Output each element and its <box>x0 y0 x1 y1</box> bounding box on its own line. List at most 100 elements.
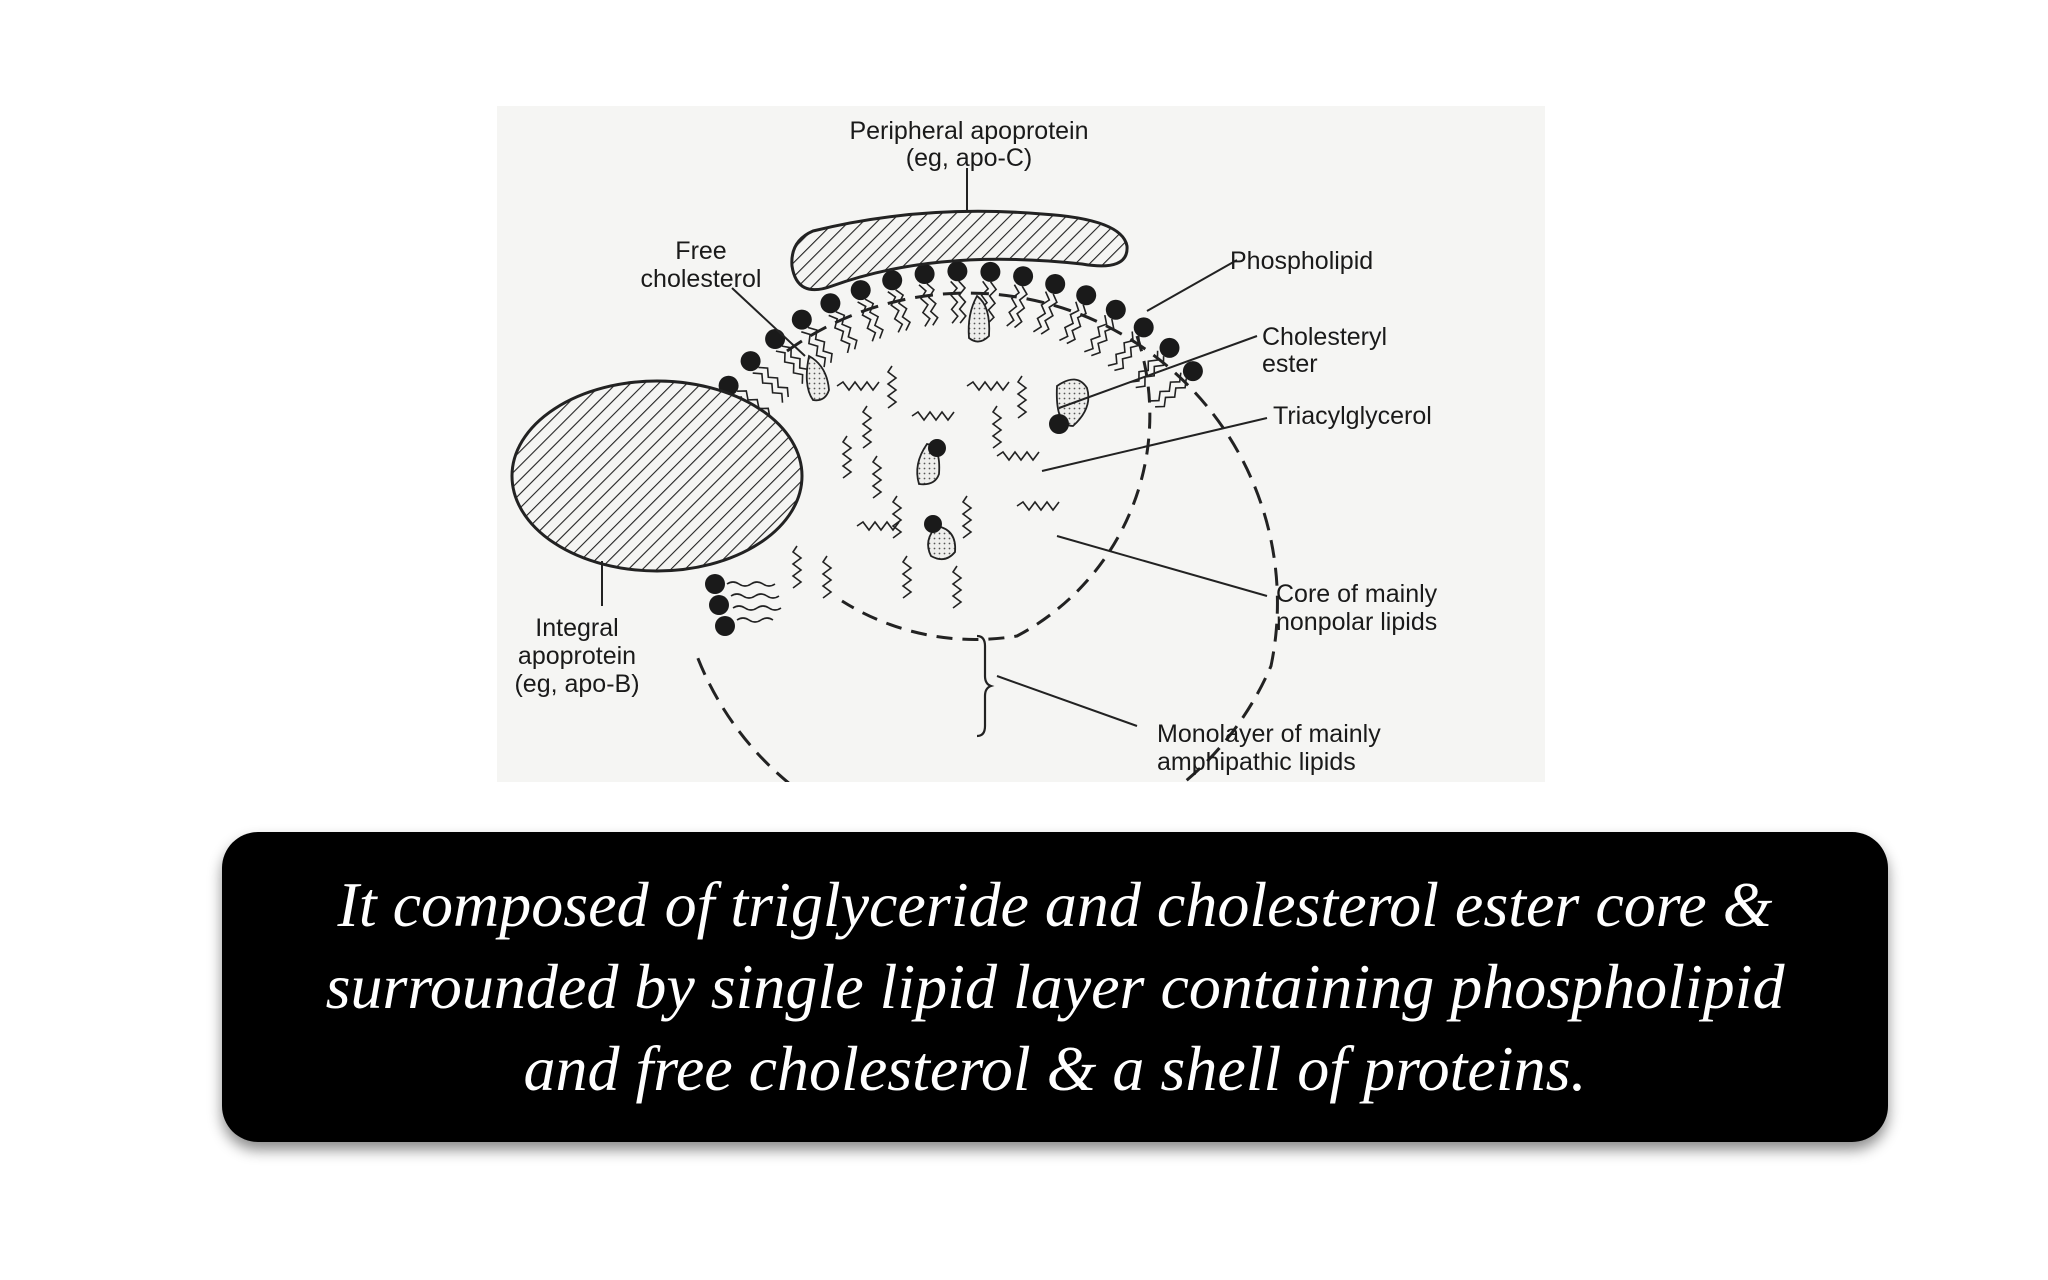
core-lipid-chain <box>891 495 903 539</box>
label-free-cholesterol-2: cholesterol <box>641 265 762 293</box>
core-lipid-chain <box>961 495 973 539</box>
label-core-2: nonpolar lipids <box>1276 608 1437 636</box>
phospholipid-tail <box>1149 372 1182 402</box>
label-peripheral-apoprotein-example: (eg, apo-C) <box>906 144 1032 172</box>
phospholipid-tail <box>1032 291 1051 333</box>
phospholipid-head <box>705 574 725 594</box>
phospholipid-head <box>980 261 1001 282</box>
label-cholesteryl-ester: Cholesteryl <box>1262 323 1387 351</box>
core-lipid-chain <box>951 565 963 609</box>
phospholipid-tail <box>758 366 789 398</box>
phospholipid-head <box>820 293 841 314</box>
core-lipid-chain <box>1016 375 1028 419</box>
phospholipid-tail <box>737 390 771 418</box>
caption-line-1: It composed of triglyceride and choleste… <box>337 869 1773 940</box>
core-ester-head-2 <box>928 439 946 457</box>
phospholipid-tail <box>895 289 912 331</box>
core-lipid-chain <box>886 365 898 409</box>
lower-monolayer-tails <box>726 581 782 623</box>
core-lipid-chain <box>861 405 873 449</box>
phospholipid-tail <box>950 280 959 324</box>
core-lipid-chain <box>1016 500 1060 512</box>
core-lipid-chain <box>901 555 913 599</box>
label-triacylglycerol: Triacylglycerol <box>1273 402 1432 430</box>
phospholipid-head <box>1076 285 1097 306</box>
lipoprotein-diagram: Peripheral apoprotein (eg, apo-C) Free c… <box>497 106 1545 782</box>
phospholipid-tail <box>958 280 967 324</box>
phospholipid-tail <box>1066 304 1087 345</box>
phospholipid-tail <box>828 314 851 354</box>
phospholipid-tail <box>1091 318 1115 357</box>
phospholipid-tail <box>887 291 904 333</box>
free-cholesterol-shape <box>805 354 830 402</box>
phospholipid-head <box>715 616 735 636</box>
phospholipid-head <box>791 309 812 330</box>
monolayer-bracket <box>976 634 995 738</box>
phospholipid-tail <box>807 326 833 363</box>
caption-text: It composed of triglyceride and choleste… <box>245 864 1865 1110</box>
label-peripheral-apoprotein: Peripheral apoprotein <box>849 117 1088 145</box>
free-cholesterol-shape-2 <box>967 294 991 343</box>
core-lipid-chain <box>991 405 1003 449</box>
phospholipid-tail <box>1135 356 1165 389</box>
phospholipid-head <box>1159 337 1180 358</box>
core-lipid-chains <box>791 365 1060 609</box>
phospholipid-head <box>1105 299 1126 320</box>
label-integral-apoprotein-3: (eg, apo-B) <box>514 670 639 698</box>
inner-core-boundary <box>841 335 1152 641</box>
outer-monolayer-boundary <box>695 291 1279 782</box>
peripheral-apoprotein-shape <box>790 209 1129 292</box>
label-phospholipid: Phospholipid <box>1230 247 1373 275</box>
phospholipid-tail <box>926 283 939 326</box>
label-integral-apoprotein-2: apoprotein <box>518 642 636 670</box>
phospholipid-tail <box>835 311 858 350</box>
core-lipid-chain <box>996 450 1040 462</box>
phospholipid-tail <box>1129 350 1159 383</box>
phospholipid-tail <box>857 301 877 342</box>
core-lipid-chain <box>856 520 900 532</box>
phospholipid-head <box>1045 274 1066 294</box>
phospholipid-tail <box>1107 331 1134 367</box>
phospholipid-head <box>1133 317 1154 338</box>
phospholipid-tail <box>1006 284 1021 327</box>
phospholipid-head <box>1013 266 1034 287</box>
phospholipid-head <box>850 280 871 301</box>
phospholipid-tail <box>1084 314 1108 353</box>
lipoprotein-structure-svg: Peripheral apoprotein (eg, apo-C) Free c… <box>510 117 1438 782</box>
label-cholesteryl-ester-2: ester <box>1262 350 1318 378</box>
core-lipid-chain <box>871 455 883 499</box>
phospholipid-head <box>765 329 786 349</box>
label-integral-apoprotein: Integral <box>535 614 618 642</box>
phospholipid-tail <box>801 331 827 368</box>
leader-lines <box>731 259 1268 727</box>
phospholipid-tail <box>1114 336 1141 372</box>
core-lipid-chain <box>966 380 1010 392</box>
phospholipid-head <box>947 261 968 282</box>
integral-apoprotein-shape <box>510 379 804 573</box>
cholesteryl-ester-head <box>1049 414 1069 434</box>
phospholipid-tail <box>918 284 931 327</box>
phospholipid-tail <box>986 281 998 325</box>
phospholipid-head <box>709 595 729 615</box>
core-lipid-chain <box>911 410 955 422</box>
phospholipid-tail <box>1059 301 1080 342</box>
phospholipid-tail <box>1155 378 1187 408</box>
phospholipid-tail <box>1013 285 1028 329</box>
core-lipid-chain <box>841 435 853 479</box>
core-lipid-chain <box>821 555 833 599</box>
caption-line-2: surrounded by single lipid layer contain… <box>325 951 1785 1022</box>
phospholipid-tail <box>752 372 784 403</box>
caption-line-3: and free cholesterol & a shell of protei… <box>523 1033 1587 1104</box>
phospholipid-tail <box>864 298 884 339</box>
caption-box: It composed of triglyceride and choleste… <box>222 832 1888 1142</box>
core-lipid-chain <box>836 380 880 392</box>
label-monolayer: Monolayer of mainly <box>1157 720 1381 748</box>
phospholipid-tail <box>775 350 804 384</box>
phospholipid-head <box>740 351 761 372</box>
core-lipid-chain <box>791 545 803 589</box>
phospholipid-head <box>882 270 903 291</box>
phospholipid-tail <box>1040 293 1058 335</box>
label-monolayer-2: amphipathic lipids <box>1157 748 1356 776</box>
label-core: Core of mainly <box>1276 580 1438 608</box>
label-free-cholesterol: Free <box>675 237 726 265</box>
